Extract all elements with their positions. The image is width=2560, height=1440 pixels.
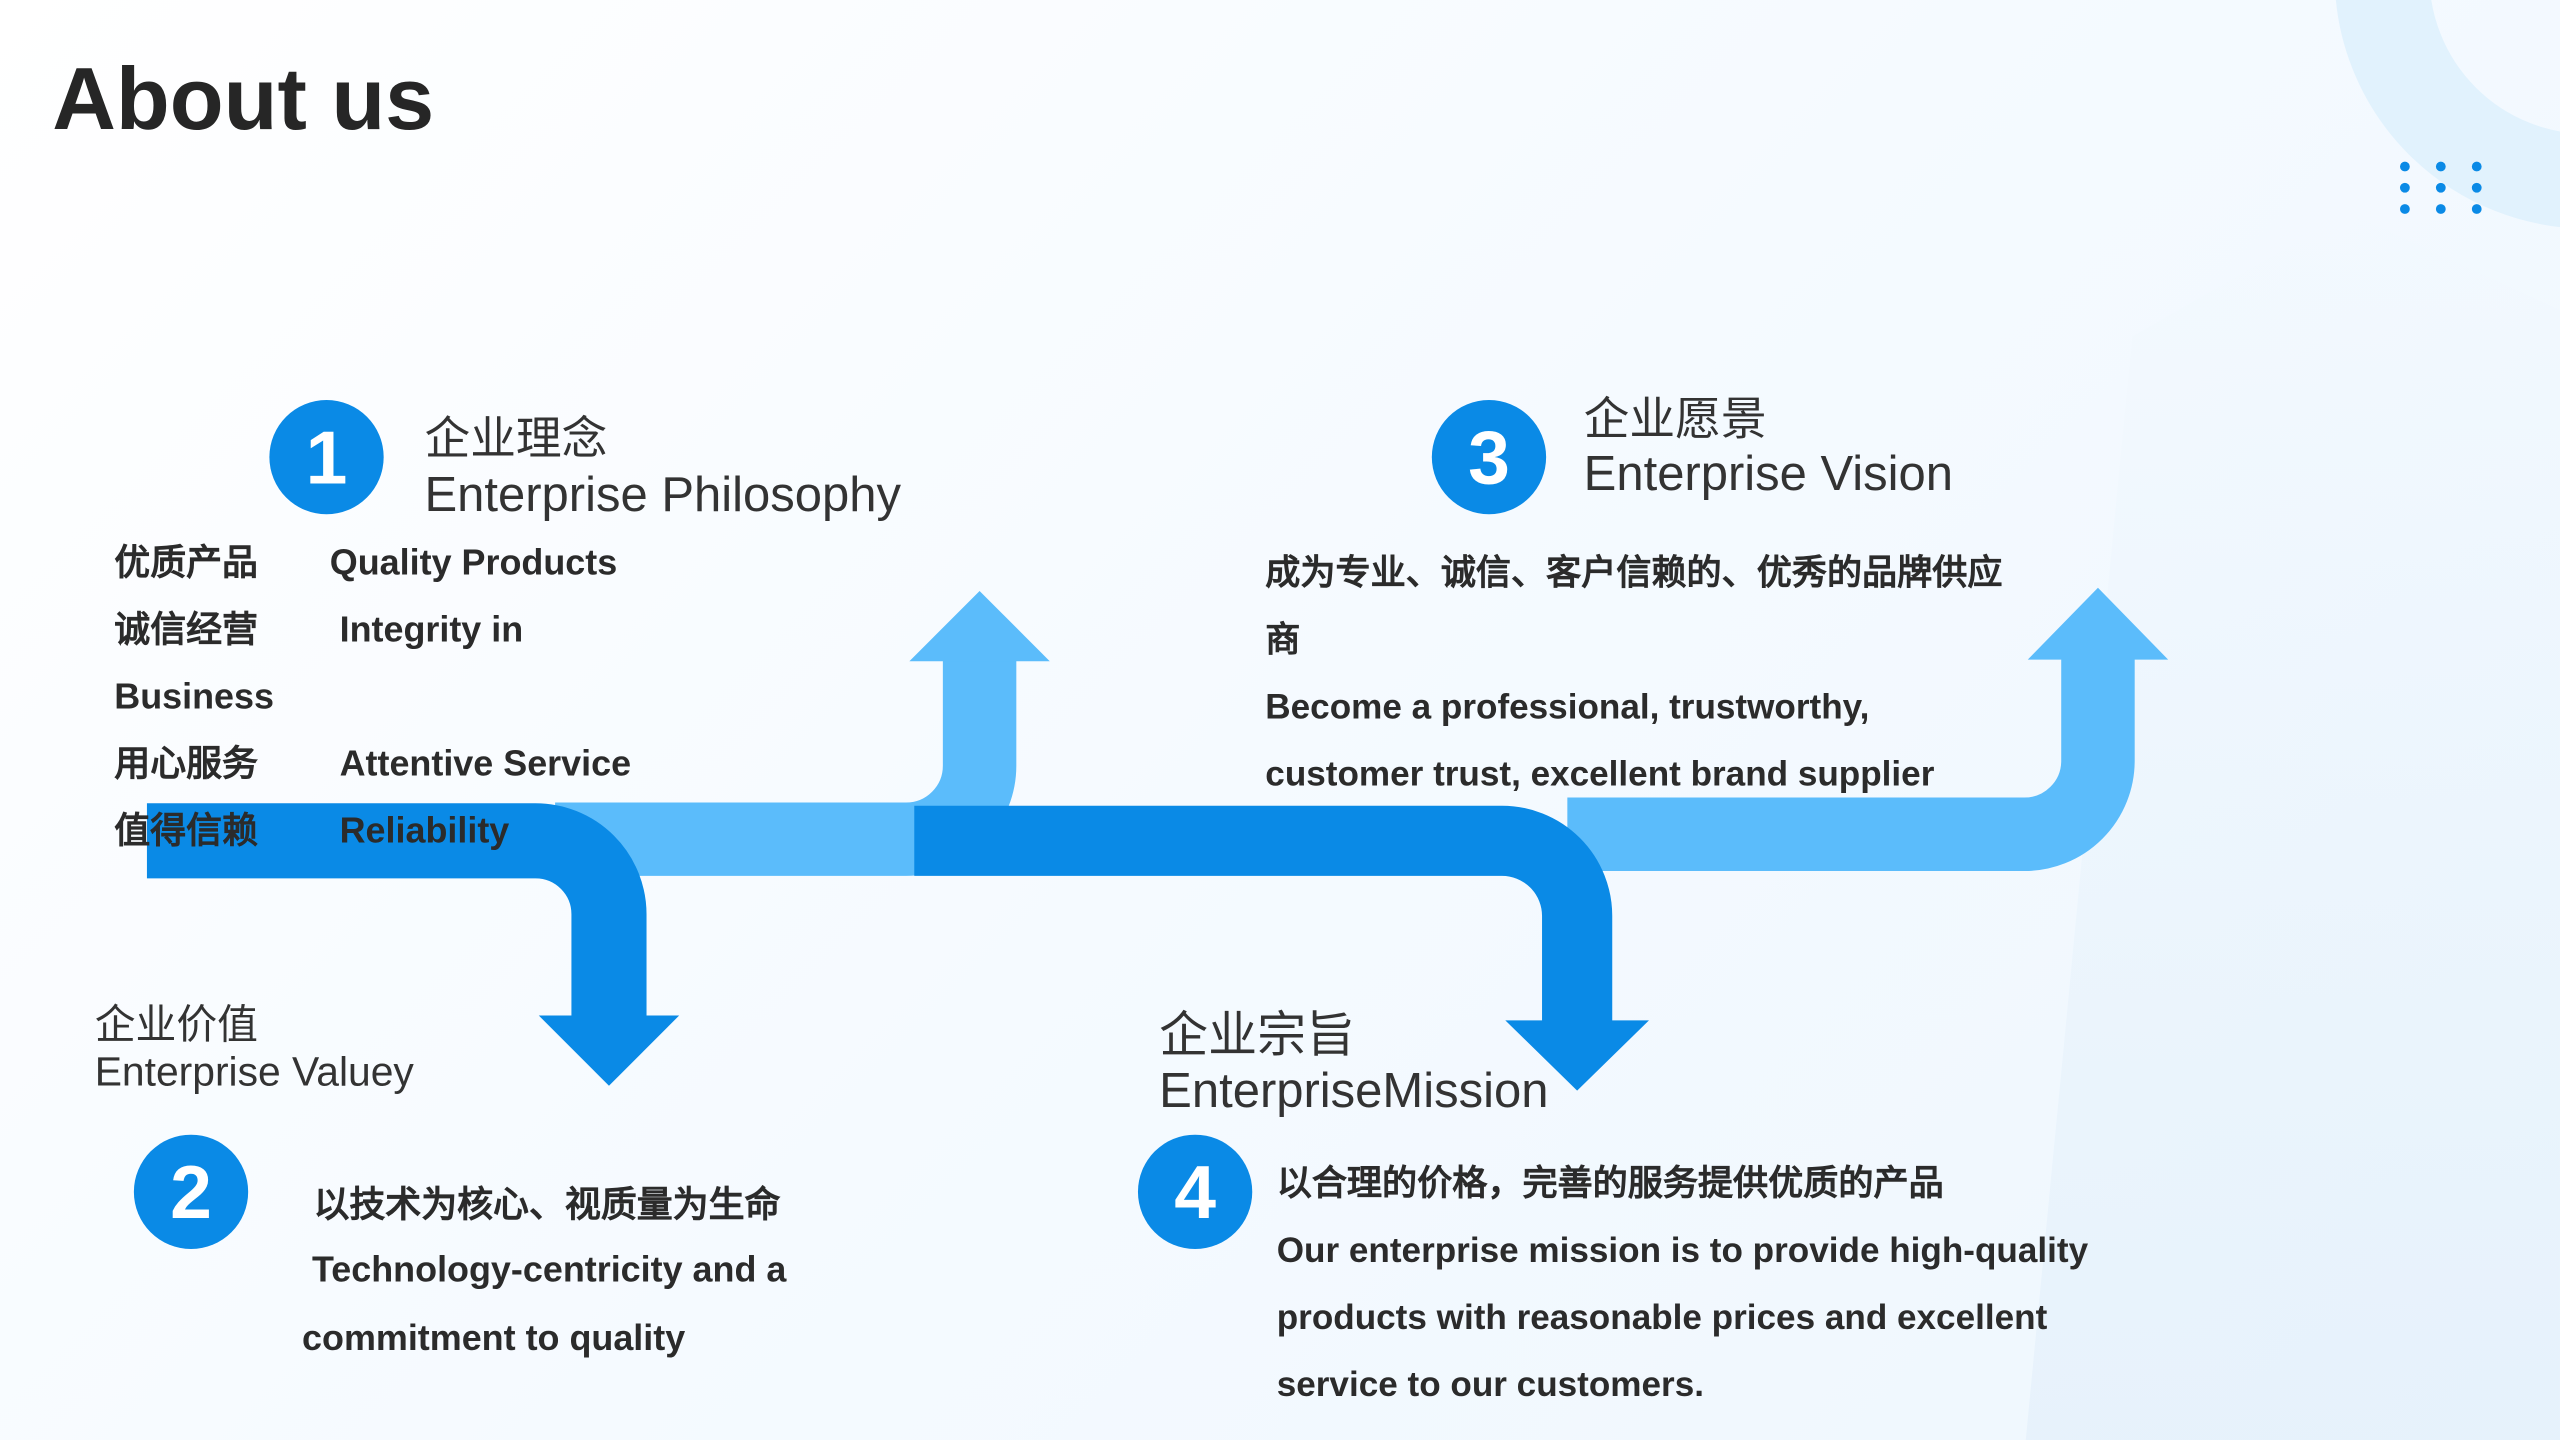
philosophy-item-en: Attentive Service (339, 742, 632, 784)
step-badge-4: 4 (1137, 1134, 1253, 1249)
vision-text: customer trust, excellent brand supplier (1265, 754, 1935, 794)
value-heading-en: Enterprise Valuey (94, 1049, 414, 1096)
vision-text: 成为专业、诚信、客户信赖的、优秀的品牌供应 (1265, 553, 2003, 593)
mission-text: Our enterprise mission is to provide hig… (1276, 1231, 2089, 1271)
philosophy-item-en: Reliability (339, 809, 510, 851)
mission-text: 以合理的价格，完善的服务提供优质的产品 (1276, 1164, 1944, 1204)
mission-heading-cn: 企业宗旨 (1159, 1008, 1356, 1063)
mission-text: products with reasonable prices and exce… (1276, 1297, 2048, 1338)
dot-grid-icon (2399, 161, 2482, 214)
philosophy-item-cn: 用心服务 (114, 742, 258, 784)
arrow-down-2 (146, 803, 680, 1086)
philosophy-item-en-cont: Business (114, 675, 275, 717)
philosophy-item-cn: 值得信赖 (114, 809, 258, 851)
philosophy-item-cn: 优质产品 (114, 542, 258, 583)
value-text: commitment to quality (302, 1317, 686, 1359)
page-title: About us (52, 50, 435, 149)
value-heading-cn: 企业价值 (94, 1002, 258, 1049)
step-badge-3: 3 (1431, 399, 1547, 515)
philosophy-item-cn: 诚信经营 (114, 608, 258, 650)
value-text: Technology-centricity and a (302, 1248, 787, 1290)
arrow-up-3 (1567, 587, 2169, 872)
vision-heading-cn: 企业愿景 (1583, 393, 1767, 445)
mission-text: service to our customers. (1276, 1364, 1704, 1405)
mission-heading-en: EnterpriseMission (1159, 1064, 1549, 1119)
arrow-down-4 (914, 805, 1649, 1091)
arrow-up-1 (555, 591, 1050, 876)
vision-heading-en: Enterprise Vision (1583, 447, 1954, 502)
vision-text: Become a professional, trustworthy, (1265, 687, 1870, 727)
step-badge-1: 1 (269, 399, 384, 515)
value-text: 以技术为核心、视质量为生命 (313, 1183, 781, 1225)
step-badge-2: 2 (133, 1134, 249, 1249)
philosophy-item-en: Quality Products (329, 542, 618, 583)
philosophy-item-en: Integrity in (339, 608, 524, 650)
philosophy-heading-en: Enterprise Philosophy (424, 468, 901, 523)
philosophy-heading-cn: 企业理念 (424, 413, 608, 464)
vision-text: 商 (1265, 620, 1301, 660)
